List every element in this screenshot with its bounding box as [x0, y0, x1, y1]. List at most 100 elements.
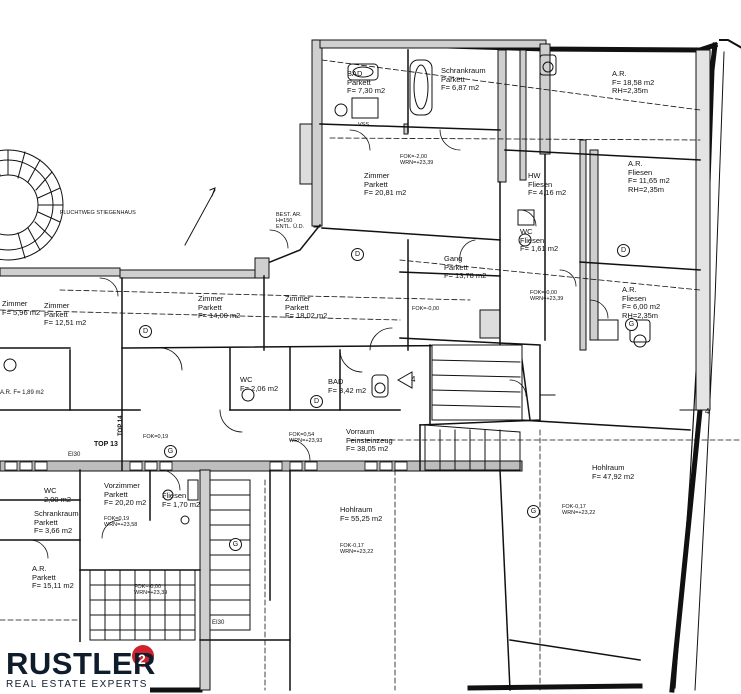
room-area: F= 7,30 m2: [347, 86, 386, 95]
room-label: WC Fliesen F= 1,61 m2: [520, 227, 559, 254]
room-name: BAD: [347, 69, 363, 78]
room-height: RH=2,35m: [622, 310, 659, 320]
room-label: Zimmer Parkett F= 20,81 m2: [364, 171, 407, 198]
fire-rating-label: EI30: [212, 620, 225, 626]
room-floor: F= 3,42 m2: [328, 385, 367, 395]
brand-tagline: REAL ESTATE EXPERTS: [6, 679, 148, 690]
wrn: WRN=+23,39: [134, 590, 168, 596]
room-name: Zimmer: [364, 171, 390, 180]
room-area: F= 11,65 m2: [628, 176, 670, 185]
level-marker: FOK=-0,00 WRN=+23,39: [530, 290, 563, 302]
room-name: Zimmer: [285, 294, 311, 303]
room-floor: 2,00 m2: [44, 494, 72, 504]
fok: FOK=0,19: [143, 434, 169, 440]
fok: FOK=0,19: [104, 516, 130, 522]
fire-rating-label: EI30: [68, 452, 81, 458]
room-area: F= 5,96 m2: [2, 307, 41, 317]
room-name: Vorraum: [346, 427, 375, 436]
level-marker: FOK=-0,00 WRN=+23,39: [134, 584, 167, 596]
level-marker: FOK-0,17 WRN=+23,22: [562, 504, 595, 516]
room-name: A.R.: [622, 285, 637, 294]
room-label: Zimmer Parkett F= 18,02 m2: [285, 294, 328, 321]
room-name: Hohlraum: [340, 505, 373, 514]
room-label: Schrankraum Parkett F= 6,87 m2: [441, 66, 486, 93]
room-area: F= 20,81 m2: [364, 188, 407, 197]
vss-label: VSS: [358, 122, 370, 128]
room-floor: Fliesen: [528, 179, 553, 189]
room-label: Fliesen F= 1,70 m2: [162, 491, 201, 509]
room-name: Fliesen: [162, 491, 187, 500]
fok: FOK=-0,00: [530, 290, 558, 296]
room-floor: Parkett: [32, 572, 56, 582]
room-label: A.R. F= 18,58 m2 RH=2,35m: [612, 69, 655, 96]
wrn: WRN=+23,58: [104, 522, 138, 528]
room-label: WC F= 2,06 m2: [240, 375, 278, 393]
room-label: Zimmer Parkett F= 14,00 m2: [198, 294, 241, 321]
level-marker: FOK=-2,00 WRN=+23,39: [400, 154, 433, 166]
fok: FOK=-0,00: [412, 306, 440, 312]
fixtures: [3, 54, 651, 525]
room-area: F= 6,87 m2: [441, 83, 480, 92]
room-label: Vorraum Feinsteinzeug F= 38,05 m2: [346, 427, 393, 454]
room-floor: Fliesen: [628, 167, 653, 177]
room-area: RH=2,35m: [612, 86, 649, 95]
room-name: Schrankraum: [441, 66, 486, 75]
room-floor: Feinsteinzeug: [346, 435, 393, 445]
wall-openings: [4, 461, 408, 471]
room-area: F= 18,02 m2: [285, 311, 328, 320]
section-marker-4: 4: [411, 375, 416, 384]
axis-marker-d: D: [351, 248, 364, 261]
level-marker: FOK=-0,00: [412, 306, 439, 312]
room-floor: F= 55,25 m2: [340, 513, 383, 523]
level-marker: FOK=0,19 WRN=+23,58: [104, 516, 137, 528]
stairs-left: [89, 479, 251, 641]
room-name: A.R.: [628, 159, 643, 168]
logo-background: [0, 642, 154, 694]
level-marker: FOK=0,19: [143, 434, 168, 440]
top-14-label: TOP 14: [118, 415, 124, 436]
level-marker: FOK=0,54 WRN=+23,93: [289, 432, 322, 444]
bestand-note: BEST. AR. H=150 ENTL. Ü.D.: [276, 212, 305, 230]
spiral-staircase: [0, 149, 64, 261]
room-floor: Parkett: [104, 489, 128, 499]
room-name: HW: [528, 171, 541, 180]
room-area: F= 38,05 m2: [346, 444, 389, 453]
room-label-partial: A.R. F= 1,89 m2: [0, 390, 44, 396]
room-area: F= 14,00 m2: [198, 311, 241, 320]
room-floor: F= 18,58 m2: [612, 77, 655, 87]
room-name: Zimmer: [198, 294, 224, 303]
room-area: F= 1,61 m2: [520, 244, 559, 253]
room-label: Vorzimmer Parkett F= 20,20 m2: [104, 481, 146, 508]
axis-marker-g: G: [625, 318, 638, 331]
fluchtweg-note: FLUCHTWEG STIEGENHAUS: [60, 210, 136, 216]
axis-marker-g: G: [527, 505, 540, 518]
room-name: WC: [520, 227, 533, 236]
fok: FOK-0,17: [562, 504, 586, 510]
room-label: A.R. Parkett F= 15,11 m2: [32, 564, 74, 591]
room-name: Zimmer: [2, 299, 28, 308]
dashed-lines: [0, 59, 741, 691]
room-floor: Fliesen: [520, 235, 545, 245]
room-label: Hohlraum F= 55,25 m2: [340, 505, 383, 523]
axis-marker-d: D: [139, 325, 152, 338]
room-label: A.R. Fliesen F= 6,00 m2 RH=2,35m: [622, 285, 660, 320]
room-area: F= 13,78 m2: [444, 271, 487, 280]
room-floor: F= 1,70 m2: [162, 499, 201, 509]
door-swings: [29, 129, 609, 559]
room-label: Zimmer Parkett F= 12,51 m2: [44, 301, 86, 328]
room-floor: Parkett: [441, 74, 465, 84]
room-name: WC: [240, 375, 253, 384]
fok: FOK=-2,00: [400, 154, 428, 160]
room-height: RH=2,35m: [628, 184, 665, 194]
wrn: WRN=+23,39: [400, 160, 434, 166]
room-name: Schrankraum: [34, 509, 79, 518]
stairs-right: [424, 344, 523, 471]
room-floor: Fliesen: [622, 293, 647, 303]
room-label: Gang Parkett F= 13,78 m2: [444, 254, 487, 281]
top-13-label: TOP 13: [94, 441, 118, 448]
room-floor: Parkett: [44, 309, 68, 319]
room-label: WC 2,00 m2: [44, 486, 72, 504]
fok: FOK=-0,00: [134, 584, 162, 590]
wrn: WRN=+23,22: [340, 549, 374, 555]
